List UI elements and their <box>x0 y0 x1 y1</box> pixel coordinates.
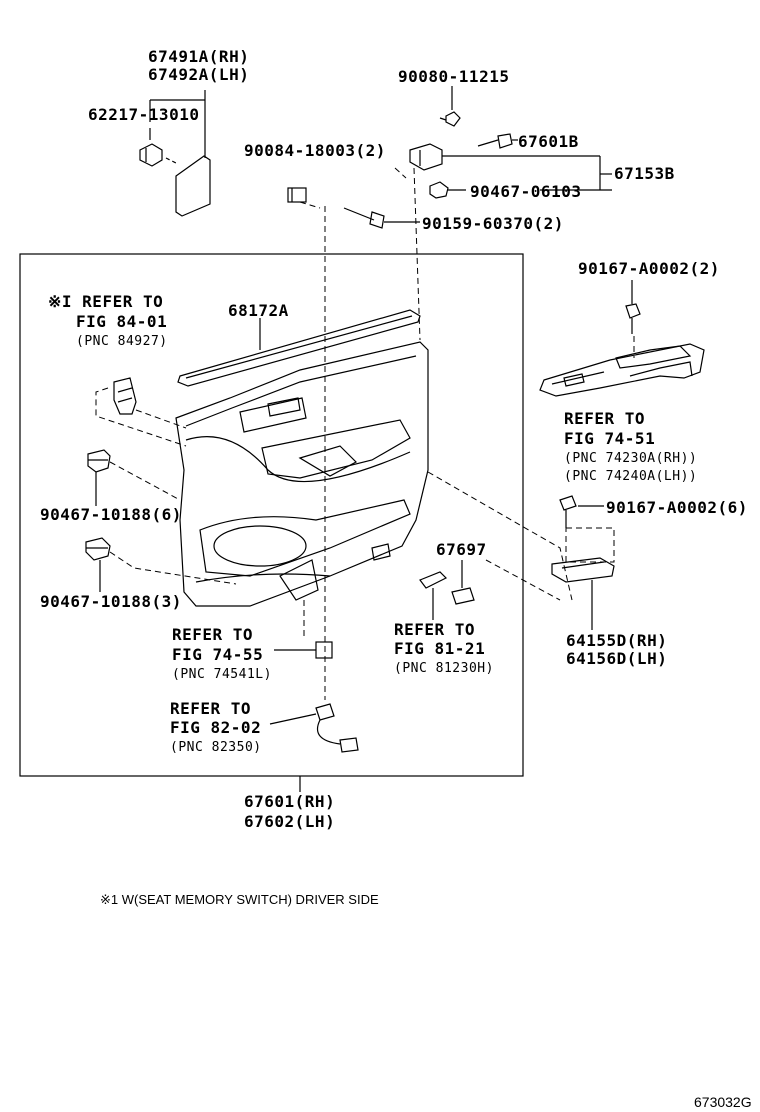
part-label-67491a: 67491A(RH) <box>148 47 250 66</box>
screw-90167-6 <box>559 495 577 528</box>
garnish-68172a <box>177 309 421 387</box>
part-label-90467-10188-6: 90467-10188(6) <box>40 505 182 524</box>
part-label-67492a: 67492A(LH) <box>148 65 250 84</box>
ref4-line2: FIG 81-21 <box>394 639 486 658</box>
ref3-line3: (PNC 74541L) <box>172 667 272 682</box>
ref2-line2: FIG 74-51 <box>564 429 656 448</box>
ref2-line3: (PNC 74230A(RH)) <box>564 451 698 466</box>
part-label-90084: 90084-18003(2) <box>244 141 386 160</box>
clip-90467-10188-3 <box>85 537 111 561</box>
part-label-90167-2: 90167-A0002(2) <box>578 259 720 278</box>
ref4-line3: (PNC 81230H) <box>394 661 494 676</box>
ref1-line3: (PNC 84927) <box>76 334 168 349</box>
clip-90084 <box>287 187 307 203</box>
ref5-line3: (PNC 82350) <box>170 740 262 755</box>
footnote: ※1 W(SEAT MEMORY SWITCH) DRIVER SIDE <box>100 892 379 907</box>
switch-84927 <box>113 377 137 415</box>
part-label-90167-6: 90167-A0002(6) <box>606 498 748 517</box>
ref5-line2: FIG 82-02 <box>170 718 262 737</box>
door-trim-panel <box>175 341 429 607</box>
assembly-frame <box>19 253 524 777</box>
part-label-67601: 67601(RH) <box>244 792 336 811</box>
cap-67697 <box>451 587 475 605</box>
armrest-base-74230a <box>539 343 705 397</box>
clip-62217 <box>139 143 163 167</box>
screw-90159 <box>343 207 385 229</box>
ref1-line1: ※I REFER TO <box>48 292 164 311</box>
part-label-64155d: 64155D(RH) <box>566 631 668 650</box>
bulb-81230h <box>419 571 448 589</box>
harness-82350 <box>315 703 359 753</box>
part-label-90467-10188-3: 90467-10188(3) <box>40 592 182 611</box>
part-label-62217: 62217-13010 <box>88 105 200 124</box>
part-label-67697: 67697 <box>436 540 487 559</box>
ref4-line1: REFER TO <box>394 620 476 639</box>
screw-90080 <box>439 111 461 127</box>
clip-90467-06103 <box>429 181 449 199</box>
part-label-68172a: 68172A <box>228 301 289 320</box>
ref5-line1: REFER TO <box>170 699 252 718</box>
ref3-line2: FIG 74-55 <box>172 645 264 664</box>
clip-90467-10188-6 <box>87 449 111 473</box>
pocket-64155d <box>551 557 615 583</box>
part-label-64156d: 64156D(LH) <box>566 649 668 668</box>
lamp-74541l <box>315 641 333 659</box>
ref2-line1: REFER TO <box>564 409 646 428</box>
ref3-line1: REFER TO <box>172 625 254 644</box>
bolt-67601b <box>477 133 513 149</box>
screw-90167-2 <box>625 303 641 334</box>
figure-code: 673032G <box>694 1094 752 1110</box>
part-label-90159: 90159-60370(2) <box>422 214 564 233</box>
part-label-90467-06103: 90467-06103 <box>470 182 582 201</box>
part-label-90080: 90080-11215 <box>398 67 510 86</box>
part-label-67602: 67602(LH) <box>244 812 336 831</box>
ref1-line2: FIG 84-01 <box>76 312 168 331</box>
part-label-67601b: 67601B <box>518 132 579 151</box>
cover-67491a <box>175 155 211 217</box>
part-label-67153b: 67153B <box>614 164 675 183</box>
ref2-line4: (PNC 74240A(LH)) <box>564 469 698 484</box>
bracket-67153b <box>409 143 443 171</box>
